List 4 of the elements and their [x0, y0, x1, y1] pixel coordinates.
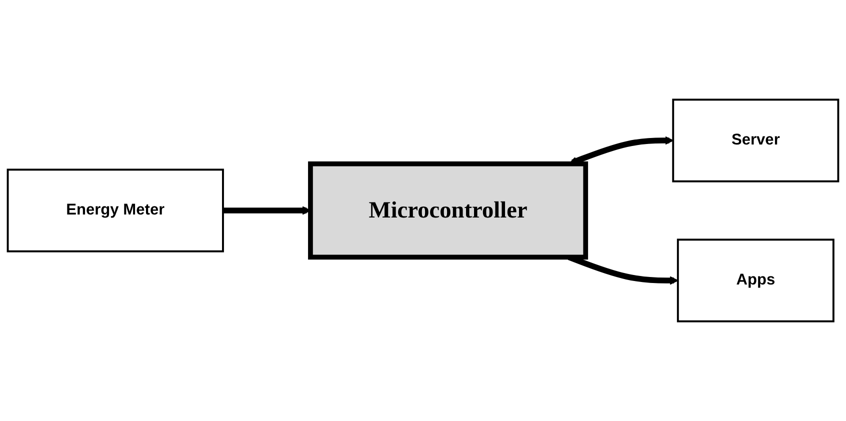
node-box: Energy Meter	[6, 168, 224, 252]
node-box: Apps	[676, 238, 834, 322]
node-box: Server	[672, 98, 840, 182]
node-box: Microcontroller	[308, 161, 588, 260]
